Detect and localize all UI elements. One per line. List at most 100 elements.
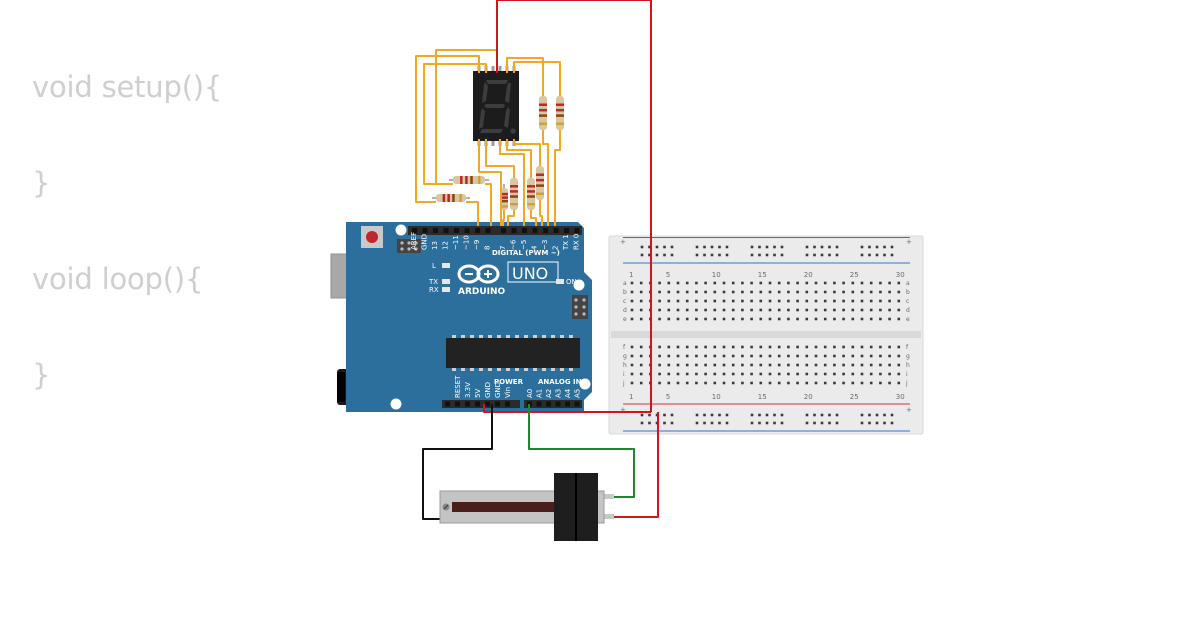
row-letter: f <box>623 344 626 351</box>
resistor[interactable] <box>432 194 470 202</box>
power-pin[interactable] <box>485 401 490 407</box>
code-line-loop[interactable]: void loop(){ <box>32 262 204 296</box>
digital-pin[interactable] <box>464 228 470 233</box>
l-led <box>442 263 450 268</box>
digital-pin[interactable] <box>475 228 480 233</box>
wire-orange-5[interactable] <box>513 61 561 96</box>
wire-black-gnd[interactable] <box>422 404 493 520</box>
power-pin-label: GND <box>494 382 502 398</box>
wire-orange-8[interactable] <box>478 139 502 226</box>
wire-orange-6[interactable] <box>466 201 479 226</box>
digital-pin-label: 2 <box>552 246 560 250</box>
wire-red-5v[interactable] <box>483 404 651 413</box>
wire-orange-10[interactable] <box>499 139 525 226</box>
digital-pin[interactable] <box>522 228 527 233</box>
tx-led-label: TX <box>428 278 438 286</box>
power-pin[interactable] <box>495 401 500 407</box>
power-pin[interactable] <box>505 401 510 407</box>
wire-orange-15[interactable] <box>507 210 515 226</box>
digital-pin[interactable] <box>532 228 538 233</box>
icsp-header-small <box>397 239 421 253</box>
column-number: 15 <box>758 393 767 401</box>
analog-pin-label: A3 <box>555 389 563 398</box>
code-line-close-setup[interactable]: } <box>32 166 51 200</box>
digital-pin[interactable] <box>443 228 449 233</box>
digital-pin[interactable] <box>564 228 569 233</box>
power-header[interactable] <box>442 400 520 408</box>
digital-pin[interactable] <box>511 228 517 233</box>
segment-b <box>505 82 511 103</box>
wire-red-display-common[interactable] <box>496 0 652 412</box>
segment-c <box>504 107 510 128</box>
resistor[interactable] <box>556 92 564 134</box>
analog-pin[interactable] <box>555 401 561 407</box>
digital-pin-holes[interactable] <box>412 228 580 233</box>
code-line-setup[interactable]: void setup(){ <box>32 70 223 104</box>
digital-pin-label: 13 <box>431 241 439 250</box>
power-pin[interactable] <box>465 401 470 407</box>
wire-orange-18[interactable] <box>502 210 505 226</box>
digital-pin[interactable] <box>543 228 548 233</box>
wire-orange-14[interactable] <box>554 130 561 226</box>
digital-pin[interactable] <box>485 228 491 233</box>
digital-header[interactable] <box>408 226 582 235</box>
display-segments <box>479 80 516 134</box>
wire-orange-11[interactable] <box>506 139 532 178</box>
digital-pin-label: ~10 <box>463 235 471 250</box>
resistor[interactable] <box>536 162 544 204</box>
wire-orange-7[interactable] <box>485 183 492 226</box>
breadboard-holes[interactable] <box>630 245 901 425</box>
digital-pin[interactable] <box>553 228 559 233</box>
wire-orange-4[interactable] <box>506 57 544 96</box>
resistors[interactable] <box>432 92 564 214</box>
wire-green-a0[interactable] <box>528 404 635 498</box>
reset-button-cap[interactable] <box>366 231 378 243</box>
row-letter: g <box>623 353 627 360</box>
resistor[interactable] <box>527 174 535 214</box>
resistor[interactable] <box>510 174 518 214</box>
power-pin-label: RESET <box>454 375 462 398</box>
power-pin[interactable] <box>475 401 480 407</box>
digital-pin[interactable] <box>412 228 417 233</box>
wire-orange-17[interactable] <box>539 200 543 226</box>
wire-orange-1[interactable] <box>415 55 480 203</box>
wire-orange-9[interactable] <box>485 139 515 178</box>
analog-pin[interactable] <box>536 401 542 407</box>
segment-e <box>479 108 485 129</box>
digital-pin[interactable] <box>454 228 459 233</box>
resistor[interactable] <box>539 92 547 134</box>
power-pin-label: 3.3V <box>464 382 472 398</box>
code-line-close-loop[interactable]: } <box>32 358 51 392</box>
uno-box <box>507 261 559 283</box>
power-pin[interactable] <box>445 401 450 407</box>
power-pin[interactable] <box>455 401 460 407</box>
seven-segment-display[interactable] <box>473 66 519 146</box>
digital-pin[interactable] <box>574 228 580 233</box>
digital-pin[interactable] <box>433 228 438 233</box>
wire-orange-16[interactable] <box>530 210 537 226</box>
tx-led <box>442 279 450 284</box>
row-letter: i <box>623 371 625 378</box>
digital-pin[interactable] <box>501 228 506 233</box>
digital-pin[interactable] <box>422 228 428 233</box>
pot-pin-top <box>604 494 614 499</box>
wires[interactable] <box>415 0 659 520</box>
analog-pin[interactable] <box>546 401 551 407</box>
wire-orange-12[interactable] <box>513 139 541 166</box>
wire-red-pot[interactable] <box>604 412 659 518</box>
wire-orange-13[interactable] <box>542 130 549 226</box>
rx-led-label: RX <box>429 286 439 294</box>
slide-potentiometer[interactable] <box>439 473 614 541</box>
rail-plus-label-right: + <box>906 238 912 246</box>
analog-header[interactable] <box>524 400 582 408</box>
analog-pin[interactable] <box>574 401 580 407</box>
resistor[interactable] <box>449 176 489 184</box>
rail-plus-label-bottom-right: + <box>906 406 912 414</box>
analog-pin[interactable] <box>565 401 570 407</box>
row-letter: c <box>906 298 909 305</box>
arduino-logo <box>457 264 500 284</box>
wire-orange-2[interactable] <box>423 63 487 185</box>
